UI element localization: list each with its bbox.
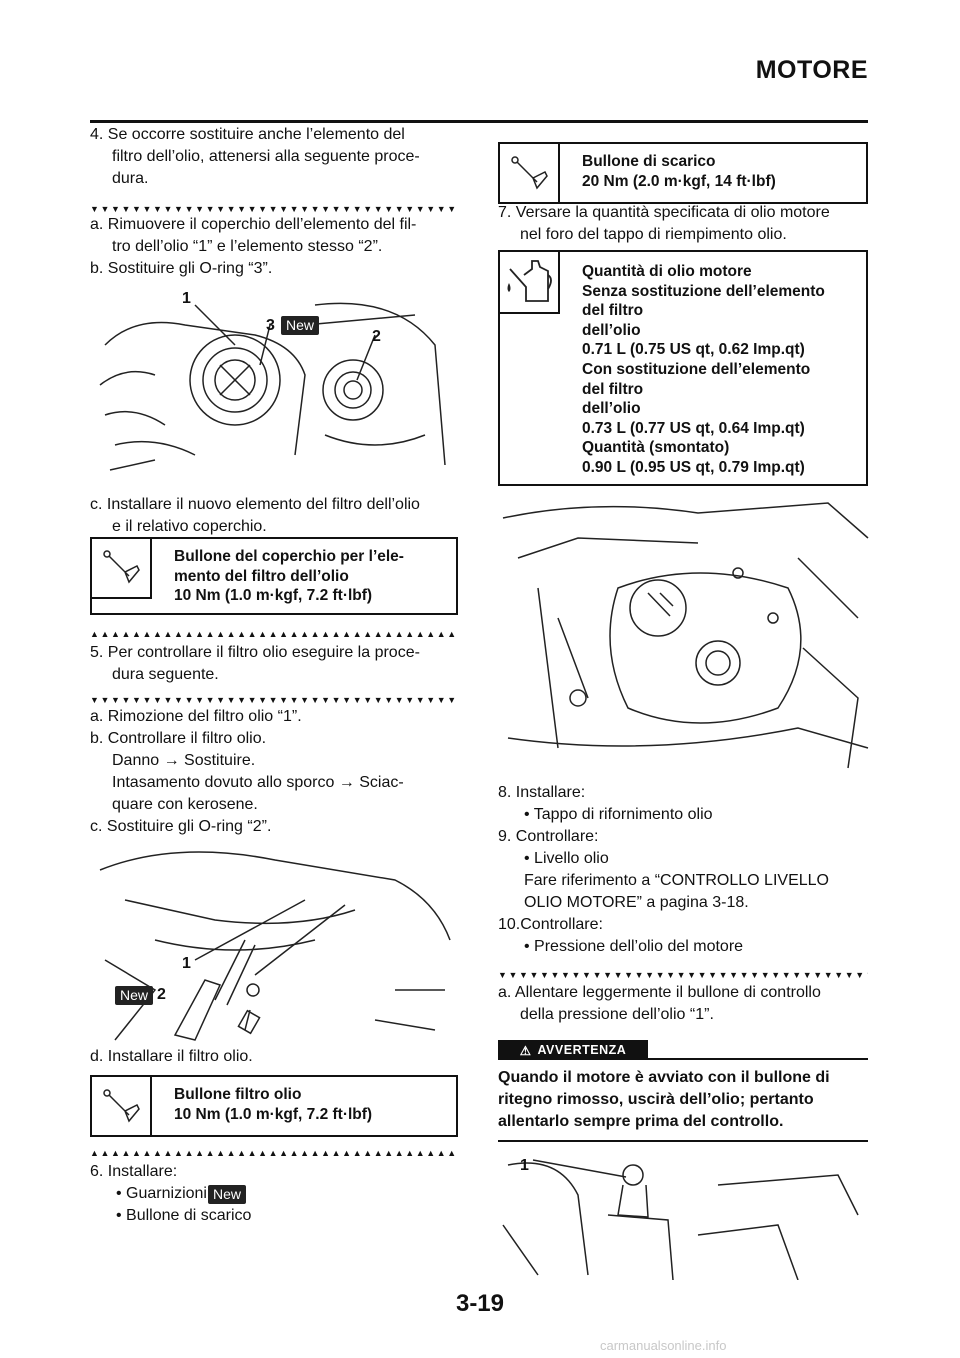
- warning-badge: ⚠ AVVERTENZA: [498, 1040, 648, 1060]
- oil-filter-cover-illustration: [99, 302, 446, 471]
- step-10a: a. Allentare leggermente il bullone di c…: [498, 984, 821, 1023]
- new-part-badge: New: [208, 1185, 247, 1204]
- callout-1: 1: [520, 1157, 529, 1174]
- procedure-end-marker: ▲▲▲▲▲▲▲▲▲▲▲▲▲▲▲▲▲▲▲▲▲▲▲▲▲▲▲▲▲▲▲▲▲▲▲▲▲▲▲▲: [90, 629, 458, 639]
- oil-quantity-text: Quantità di olio motore Senza sostituzio…: [582, 263, 825, 476]
- warning-icon: ⚠: [519, 1043, 532, 1058]
- watermark: carmanualsonline.info: [600, 1338, 727, 1353]
- step-5c: c. Sostituire gli O-ring “2”.: [90, 818, 272, 835]
- callout-1: 1: [182, 290, 191, 307]
- procedure-start-marker: ▼▼▼▼▼▼▼▼▼▼▼▼▼▼▼▼▼▼▼▼▼▼▼▼▼▼▼▼▼▼▼▼▼▼▼▼▼▼▼▼: [90, 204, 458, 214]
- step-6-item: • Guarnizioni: [116, 1185, 207, 1202]
- warning-rule: [648, 1058, 868, 1060]
- oil-can-icon: [500, 252, 560, 314]
- procedure-start-marker: ▼▼▼▼▼▼▼▼▼▼▼▼▼▼▼▼▼▼▼▼▼▼▼▼▼▼▼▼▼▼▼▼▼▼▼▼▼▼▼▼: [498, 970, 868, 980]
- step-8: 8. Installare:: [498, 784, 586, 801]
- header-rule: [90, 120, 868, 123]
- step-9: 9. Controllare:: [498, 828, 599, 845]
- step-6: 6. Installare:: [90, 1163, 178, 1180]
- step-4a: a. Rimuovere il coperchio dell’elemento …: [90, 216, 417, 255]
- engine-oil-filler-cap-illustration: [502, 502, 869, 769]
- step-9-reference: Fare riferimento a “CONTROLLO LIVELLO OL…: [524, 872, 829, 911]
- callout-3: 3: [266, 317, 275, 334]
- torque-spec-box: Bullone filtro olio 10 Nm (1.0 m·kgf, 7.…: [90, 1075, 458, 1137]
- torque-spec-text: Bullone di scarico 20 Nm (2.0 m·kgf, 14 …: [582, 153, 776, 190]
- torque-spec-text: Bullone filtro olio 10 Nm (1.0 m·kgf, 7.…: [174, 1086, 373, 1123]
- torque-spec-text: Bullone del coperchio per l’ele- mento d…: [174, 548, 404, 604]
- torque-wrench-icon: [92, 1077, 152, 1137]
- step-10: 10.Controllare:: [498, 916, 603, 933]
- torque-spec-box: Bullone del coperchio per l’ele- mento d…: [90, 537, 458, 615]
- callout-1: 1: [182, 955, 191, 972]
- step-5a: a. Rimozione del filtro olio “1”.: [90, 708, 302, 725]
- warning-label: AVVERTENZA: [537, 1043, 627, 1057]
- oil-pressure-bolt-illustration: [502, 1159, 859, 1280]
- new-part-badge: New: [115, 986, 154, 1005]
- step-4b: b. Sostituire gli O-ring “3”.: [90, 260, 273, 277]
- procedure-start-marker: ▼▼▼▼▼▼▼▼▼▼▼▼▼▼▼▼▼▼▼▼▼▼▼▼▼▼▼▼▼▼▼▼▼▼▼▼▼▼▼▼: [90, 695, 458, 705]
- callout-2: 2: [372, 328, 381, 345]
- step-5d: d. Installare il filtro olio.: [90, 1048, 253, 1065]
- step-5b: b. Controllare il filtro olio. Danno → S…: [90, 730, 404, 813]
- step-7: 7. Versare la quantità specificata di ol…: [498, 204, 830, 243]
- warning-text: Quando il motore è avviato con il bullon…: [498, 1069, 830, 1130]
- oil-filter-removal-illustration: [99, 851, 451, 1041]
- callout-2: 2: [157, 986, 166, 1003]
- page-number: 3-19: [455, 1290, 505, 1317]
- step-5: 5. Per controllare il filtro olio esegui…: [90, 644, 420, 683]
- new-part-badge: New: [281, 316, 320, 335]
- procedure-end-marker: ▲▲▲▲▲▲▲▲▲▲▲▲▲▲▲▲▲▲▲▲▲▲▲▲▲▲▲▲▲▲▲▲▲▲▲▲▲▲▲▲: [90, 1148, 458, 1158]
- oil-quantity-spec-box: Quantità di olio motore Senza sostituzio…: [498, 250, 868, 486]
- step-6-item: • Bullone di scarico: [116, 1207, 252, 1224]
- step-4c: c. Installare il nuovo elemento del filt…: [90, 496, 420, 535]
- step-4: 4. Se occorre sostituire anche l’element…: [90, 126, 420, 187]
- page-header-title: MOTORE: [755, 56, 868, 84]
- torque-wrench-icon: [92, 539, 152, 599]
- step-8-item: • Tappo di rifornimento olio: [524, 806, 713, 823]
- torque-wrench-icon: [500, 144, 560, 204]
- step-10-item: • Pressione dell’olio del motore: [524, 938, 744, 955]
- warning-end-rule: [498, 1140, 868, 1142]
- torque-spec-box: Bullone di scarico 20 Nm (2.0 m·kgf, 14 …: [498, 142, 868, 204]
- step-9-item: • Livello olio: [524, 850, 609, 867]
